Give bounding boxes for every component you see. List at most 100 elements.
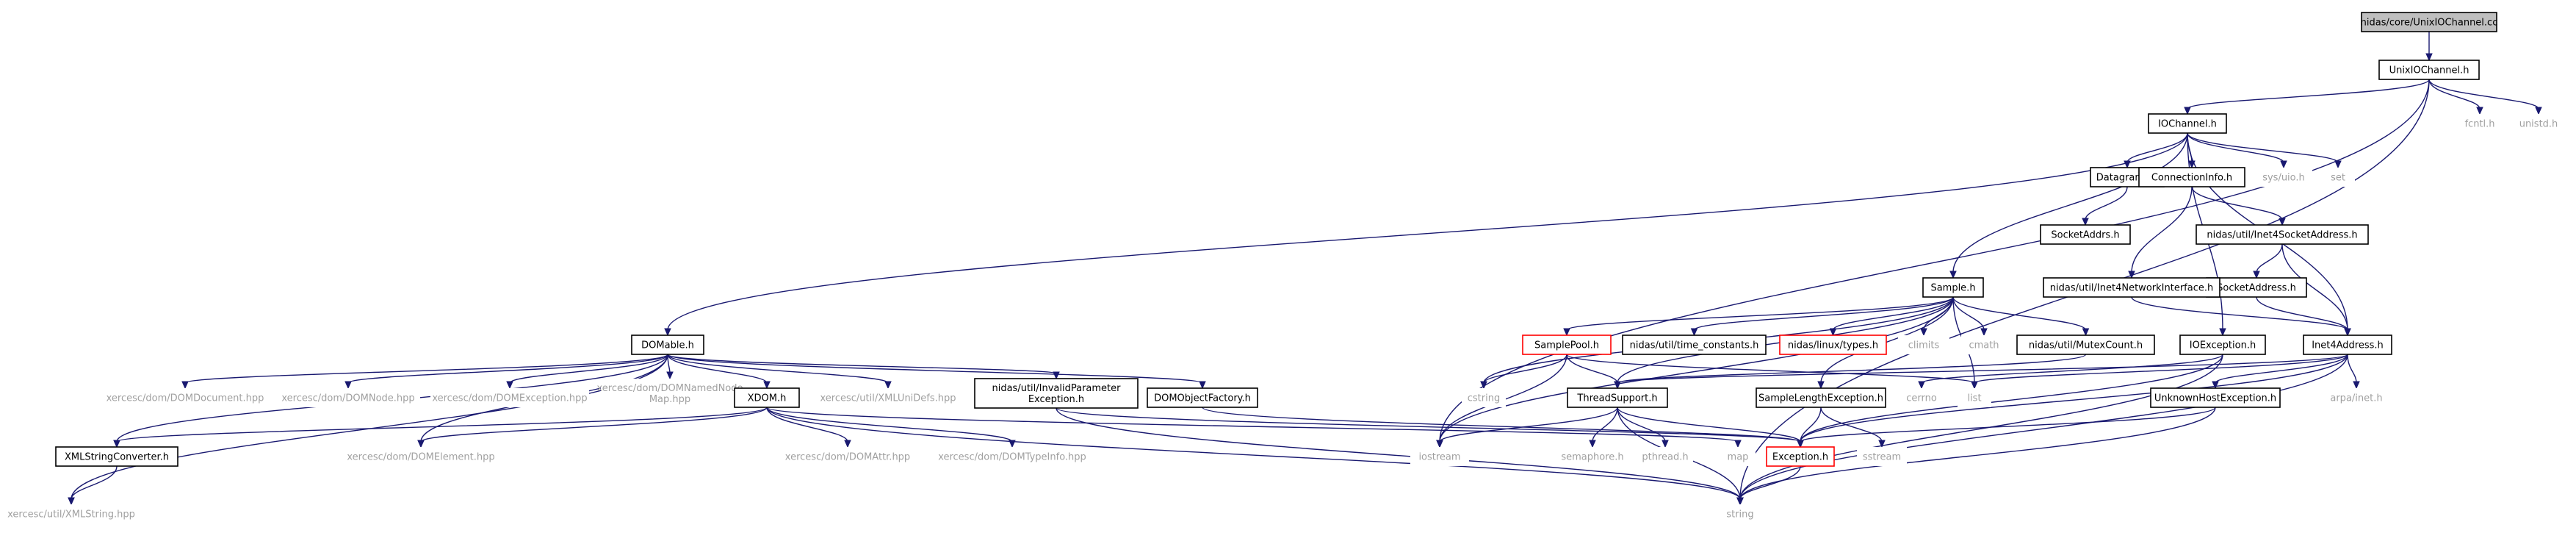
node-ioexception[interactable]: IOException.h xyxy=(2179,335,2266,355)
edge-arrowhead xyxy=(2280,160,2287,169)
node-domobjfactory[interactable]: DOMObjectFactory.h xyxy=(1147,387,1258,408)
node-mutexcount[interactable]: nidas/util/MutexCount.h xyxy=(2016,335,2155,355)
node-linuxtypes[interactable]: nidas/linux/types.h xyxy=(1779,335,1887,355)
node-box xyxy=(1622,335,1767,355)
node-sysuio: sys/uio.h xyxy=(2255,168,2312,187)
edge-line xyxy=(1952,296,2087,331)
node-label: ConnectionInfo.h xyxy=(2151,173,2232,184)
node-label: fcntl.h xyxy=(2464,119,2494,130)
edge-arrowhead xyxy=(1436,440,1443,448)
node-inet4address[interactable]: Inet4Address.h xyxy=(2303,335,2392,355)
node-box xyxy=(1717,504,1763,523)
node-sample[interactable]: Sample.h xyxy=(1922,277,1984,298)
node-root[interactable]: nidas/core/UnixIOChannel.cc xyxy=(2361,12,2498,32)
edge-line xyxy=(1439,407,1618,443)
edge-socketaddress-to-inet4address xyxy=(2256,296,2351,337)
node-box xyxy=(430,388,589,407)
node-label: IOChannel.h xyxy=(2158,119,2217,130)
node-xmlstring: xercesc/util/XMLString.hpp xyxy=(3,504,140,523)
edge-line xyxy=(1202,407,1801,443)
node-label: Exception.h xyxy=(1772,452,1828,463)
node-socketaddress[interactable]: SocketAddress.h xyxy=(2206,277,2307,298)
node-label: Exception.h xyxy=(1028,394,1084,405)
node-box xyxy=(1922,277,1984,298)
node-xdomattr: xercesc/dom/DOMAttr.hpp xyxy=(781,447,914,466)
edge-inet4netif-to-inet4address xyxy=(2131,296,2351,337)
node-set: set xyxy=(2321,168,2355,187)
node-inet4netif[interactable]: nidas/util/Inet4NetworkInterface.h xyxy=(2043,277,2220,298)
node-socketaddrs[interactable]: SocketAddrs.h xyxy=(2040,224,2131,245)
edge-arrowhead xyxy=(2082,328,2090,337)
node-box xyxy=(104,388,266,407)
node-box xyxy=(2043,277,2220,298)
node-samplepool[interactable]: SamplePool.h xyxy=(1522,335,1612,355)
node-inet4sockaddr[interactable]: nidas/util/Inet4SocketAddress.h xyxy=(2196,224,2369,245)
node-xdom[interactable]: XDOM.h xyxy=(734,387,800,408)
edge-iochannel-to-sample xyxy=(1949,132,2188,279)
edge-line xyxy=(1056,407,1801,443)
edge-line xyxy=(71,354,668,500)
edge-domable-to-xdomdoc xyxy=(181,354,668,390)
node-box xyxy=(1567,387,1668,408)
nodes-layer: nidas/core/UnixIOChannel.ccUnixIOChannel… xyxy=(3,12,2565,523)
edge-arrowhead xyxy=(113,440,120,448)
edge-inet4address-to-unkhostexc xyxy=(2212,354,2348,390)
node-samplelenexc[interactable]: SampleLengthException.h xyxy=(1756,387,1886,408)
node-label: XDOM.h xyxy=(748,393,787,404)
edge-arrowhead xyxy=(506,381,513,390)
node-box xyxy=(2179,335,2266,355)
edge-ioexception-to-string xyxy=(1736,354,2223,506)
edge-line xyxy=(2126,132,2188,163)
node-map: map xyxy=(1720,447,1756,466)
node-iochannel[interactable]: IOChannel.h xyxy=(2148,113,2227,134)
node-label: xercesc/dom/DOMDocument.hpp xyxy=(107,393,264,404)
edge-line xyxy=(2428,79,2539,110)
node-exception[interactable]: Exception.h xyxy=(1766,446,1835,467)
node-label: cmath xyxy=(1969,340,1999,351)
edge-exception-to-string xyxy=(1736,465,1801,506)
edge-line xyxy=(2187,132,2339,163)
node-label: cstring xyxy=(1468,393,1500,404)
edge-unkhostexc-to-exception xyxy=(1797,407,2216,448)
edge-invparam-to-string xyxy=(1056,407,1744,506)
edge-sample-to-linuxtypes xyxy=(1829,296,1954,337)
edge-inet4address-to-string xyxy=(1736,354,2348,506)
node-xmlstrconv[interactable]: XMLStringConverter.h xyxy=(55,446,178,467)
edge-line xyxy=(2256,296,2348,331)
node-label: Map.hpp xyxy=(649,394,690,405)
node-unkhostexc[interactable]: UnknownHostException.h xyxy=(2150,387,2281,408)
node-label: xercesc/dom/DOMNamedNode xyxy=(596,383,743,394)
node-label: nidas/util/MutexCount.h xyxy=(2029,340,2143,351)
edge-domable-to-domobjfactory xyxy=(667,354,1206,390)
edge-line xyxy=(116,407,768,443)
edge-line xyxy=(1832,296,1954,331)
edge-arrowhead xyxy=(1878,440,1886,448)
node-label: cerrno xyxy=(1906,393,1937,404)
node-box xyxy=(2361,12,2497,32)
node-conninfo[interactable]: ConnectionInfo.h xyxy=(2138,167,2245,187)
edge-arrowhead xyxy=(844,440,851,448)
node-timeconst[interactable]: nidas/util/time_constants.h xyxy=(1622,335,1767,355)
node-threadsupport[interactable]: ThreadSupport.h xyxy=(1567,387,1668,408)
edge-domable-to-invparam xyxy=(667,354,1060,380)
node-box xyxy=(1958,388,1991,407)
node-box xyxy=(810,388,966,407)
node-label: pthread.h xyxy=(1642,452,1688,463)
edge-line xyxy=(1592,407,1618,443)
node-box xyxy=(2040,224,2131,245)
edge-arrowhead xyxy=(763,381,771,390)
edge-line xyxy=(1739,465,1801,500)
edge-arrowhead xyxy=(2253,271,2260,279)
edge-line xyxy=(1056,407,1741,500)
edge-arrowhead xyxy=(1736,497,1744,506)
node-domable[interactable]: DOMable.h xyxy=(631,335,704,355)
node-iostream: iostream xyxy=(1410,447,1469,466)
node-label: set xyxy=(2331,173,2345,184)
edge-line xyxy=(1566,354,1975,384)
edge-inet4address-to-list xyxy=(1971,354,2348,390)
node-label: nidas/linux/types.h xyxy=(1788,340,1878,351)
edge-line xyxy=(1800,354,2348,443)
node-unixio[interactable]: UnixIOChannel.h xyxy=(2378,60,2480,80)
node-label: SamplePool.h xyxy=(1534,340,1599,351)
